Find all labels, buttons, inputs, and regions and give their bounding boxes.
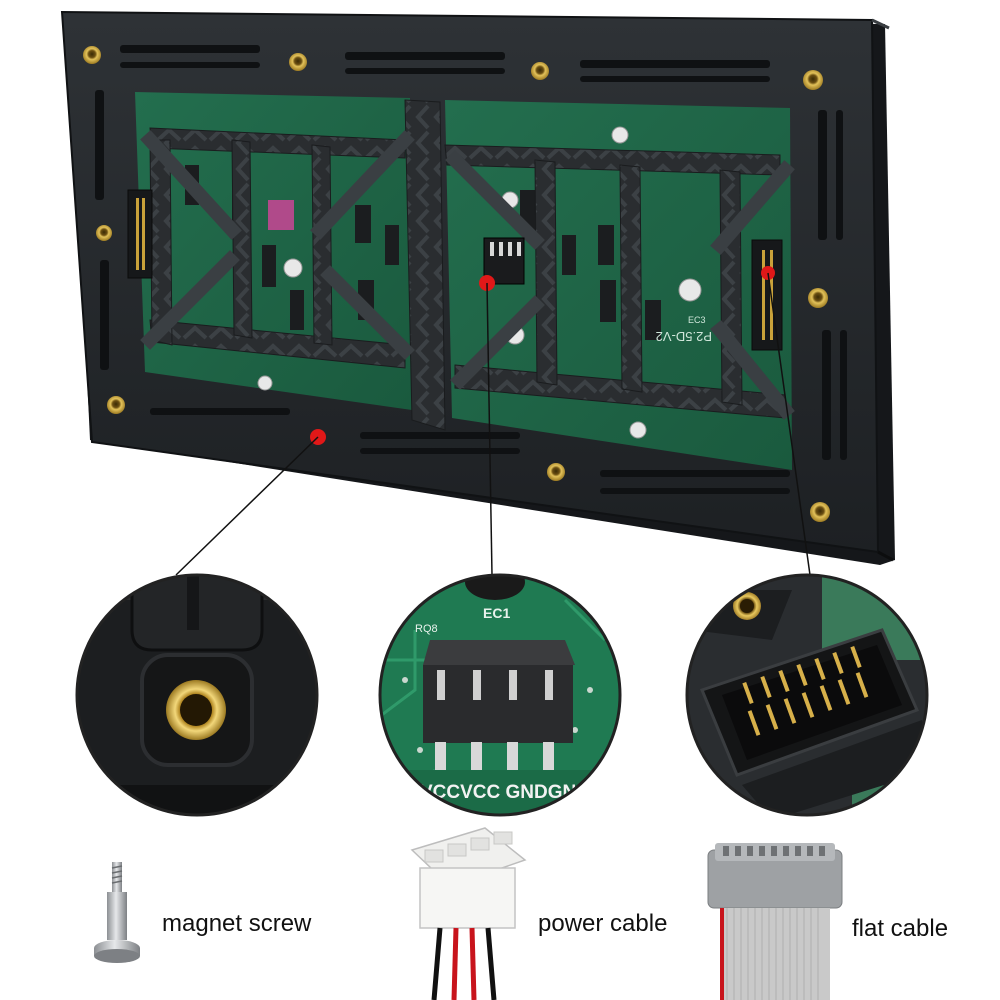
flat-cable-label: flat cable (852, 915, 949, 942)
right-hub-header (751, 239, 783, 351)
magnet-screw-label: magnet screw (162, 910, 312, 937)
power-cable-label: power cable (538, 910, 668, 937)
pink-component (268, 200, 294, 230)
flat-cable-icon (707, 843, 843, 1000)
svg-text:VCCVCC GNDGN: VCCVCC GNDGN (420, 782, 576, 803)
left-hub-header (127, 189, 153, 279)
svg-text:EC1: EC1 (483, 605, 510, 621)
magnet-screw-icon (94, 862, 140, 963)
callout-hub-connector (685, 573, 929, 817)
callout-magnet-hole (75, 573, 319, 817)
svg-text:RQ8: RQ8 (415, 623, 438, 635)
capacitor-ec1 (465, 575, 525, 600)
svg-text:P2.5D-V2: P2.5D-V2 (656, 329, 712, 344)
callout-power-connector: EC1 RQ8 VCCVCC GNDGN (378, 573, 622, 817)
svg-text:EC3: EC3 (688, 315, 706, 325)
brass-inserts (83, 46, 830, 522)
power-cable-icon (410, 827, 527, 1000)
